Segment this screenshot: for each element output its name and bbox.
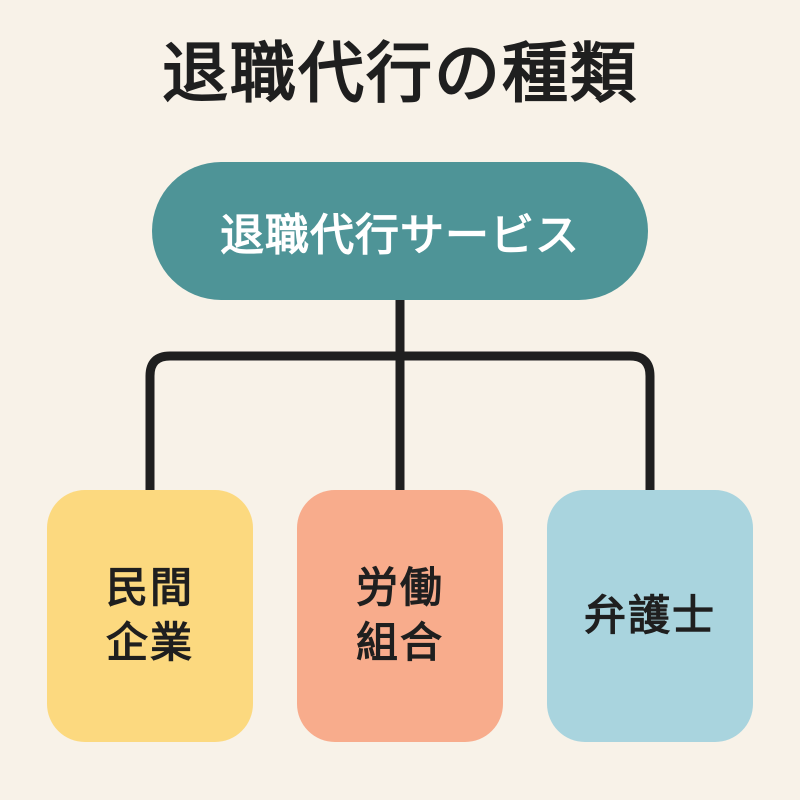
root-node-retirement-agency-service: 退職代行サービス xyxy=(152,162,648,300)
child-node-label: 弁護士 xyxy=(583,590,716,640)
child-node-private-company: 民間企業 xyxy=(47,490,253,742)
root-node-label: 退職代行サービス xyxy=(220,210,580,261)
child-node-labor-union: 労働組合 xyxy=(297,490,503,742)
child-node-label: 民間企業 xyxy=(105,563,194,667)
child-node-label: 労働組合 xyxy=(355,563,444,667)
child-node-lawyer: 弁護士 xyxy=(547,490,753,742)
diagram-title: 退職代行の種類 xyxy=(162,35,638,112)
connector-branch xyxy=(145,351,655,490)
